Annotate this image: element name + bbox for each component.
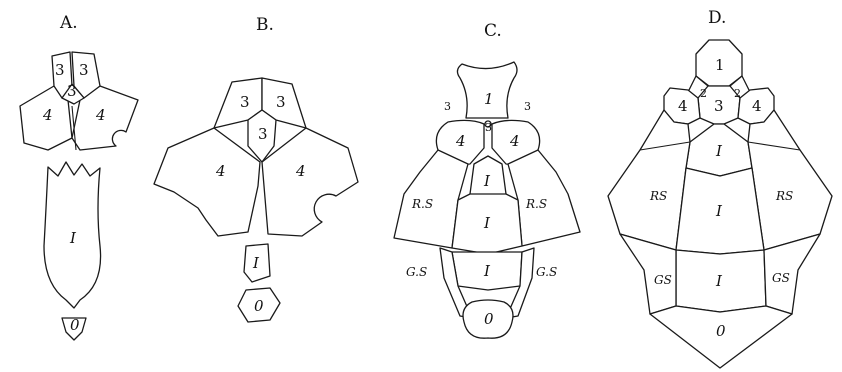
panel-d-label-2-left: 2 <box>700 87 707 100</box>
panel-c-label-RS-right: R.S <box>525 197 547 211</box>
panel-a-body-segment-I <box>43 161 102 309</box>
panel-a: A. 3 3 3 4 4 I 0 <box>19 13 139 341</box>
panel-b-plate-3-middle <box>247 109 277 163</box>
panel-b: B. 3 3 3 4 4 I 0 <box>153 15 359 323</box>
panel-c-plate-1 <box>456 61 518 119</box>
panel-c-label-4-right: 4 <box>509 132 520 150</box>
panel-a-label-4-left: 4 <box>42 106 53 124</box>
panel-d-label-1: 1 <box>715 56 725 74</box>
panel-b-segment-0 <box>237 287 281 323</box>
panel-c-wing-RS-right <box>507 149 581 247</box>
panel-d-label-I-middle: I <box>715 202 723 220</box>
panel-c-label-I-middle: I <box>483 214 491 232</box>
panel-b-plate-4-left <box>153 127 261 237</box>
panel-a-median-line <box>71 105 77 151</box>
panel-b-label-3-left: 3 <box>240 93 250 111</box>
panel-c-label-1: 1 <box>484 90 494 108</box>
panel-a-label-3-left: 3 <box>55 61 65 79</box>
panel-c-label-3-left: 3 <box>444 100 451 113</box>
panel-a-label-3-right: 3 <box>79 61 89 79</box>
panel-c-wing-RS-left <box>393 149 469 249</box>
panel-d-label-I-lower: I <box>715 272 723 290</box>
panel-d-wing-RS-left <box>607 109 691 251</box>
panel-b-plate-3-right <box>261 77 307 129</box>
panel-a-plate-3-right <box>71 51 101 99</box>
panel-c-label-3-right: 3 <box>524 100 531 113</box>
panel-d-label-0: 0 <box>716 322 726 340</box>
panel-d-label-3: 3 <box>714 97 724 115</box>
panel-d-letter: D. <box>708 8 726 28</box>
panel-c-segment-0 <box>462 299 514 339</box>
panel-c-label-0: 0 <box>484 310 494 328</box>
panel-a-label-3-middle: 3 <box>67 82 77 100</box>
panel-d: D. 1 2 2 3 4 4 I I I RS RS GS GS 0 <box>607 8 833 369</box>
panel-c-letter: C. <box>484 21 502 41</box>
panel-c-label-I-lower: I <box>483 262 491 280</box>
panel-d-segment-0 <box>649 305 793 369</box>
panel-c-segment-I-middle <box>451 193 523 255</box>
panel-d-line-left <box>639 141 691 151</box>
panel-c: C. 3 3 3 1 4 4 I I I R.S R.S G.S G.S 0 <box>393 21 581 339</box>
panel-b-label-0: 0 <box>254 297 264 315</box>
panel-d-label-GS-right: GS <box>772 271 790 285</box>
panel-c-label-GS-left: G.S <box>406 265 427 279</box>
panel-d-label-4-left: 4 <box>678 97 688 115</box>
panel-c-label-GS-right: G.S <box>536 265 557 279</box>
panel-d-label-RS-left: RS <box>649 189 667 203</box>
panel-a-label-0: 0 <box>70 316 80 334</box>
panel-d-label-2-right: 2 <box>734 87 741 100</box>
panel-d-label-I-upper: I <box>715 142 723 160</box>
panel-d-label-RS-right: RS <box>775 189 793 203</box>
panel-c-label-4-left: 4 <box>455 132 466 150</box>
panel-a-label-4-right: 4 <box>95 106 106 124</box>
panel-a-letter: A. <box>59 13 78 33</box>
panel-c-label-3-middle: 3 <box>485 121 492 134</box>
panel-c-plate-3-middle <box>484 120 492 128</box>
panel-a-plate-4-right <box>71 85 139 151</box>
panel-a-plate-3-middle <box>61 83 85 105</box>
panel-b-label-4-right: 4 <box>295 162 306 180</box>
panel-b-plate-4-right <box>261 127 359 237</box>
panel-a-label-I: I <box>69 229 77 247</box>
panel-d-label-GS-left: GS <box>654 273 672 287</box>
panel-a-segment-0 <box>61 317 87 341</box>
panel-d-label-4-right: 4 <box>752 97 762 115</box>
panel-c-label-RS-left: R.S <box>411 197 433 211</box>
panel-b-label-I: I <box>252 254 260 272</box>
panel-b-segment-I <box>243 243 271 283</box>
panel-d-line-right <box>747 141 801 151</box>
panel-c-label-I-upper: I <box>483 172 491 190</box>
panel-b-label-3-right: 3 <box>276 93 286 111</box>
panel-b-label-4-left: 4 <box>215 162 226 180</box>
panel-b-letter: B. <box>256 15 274 35</box>
panel-b-label-3-middle: 3 <box>258 125 268 143</box>
